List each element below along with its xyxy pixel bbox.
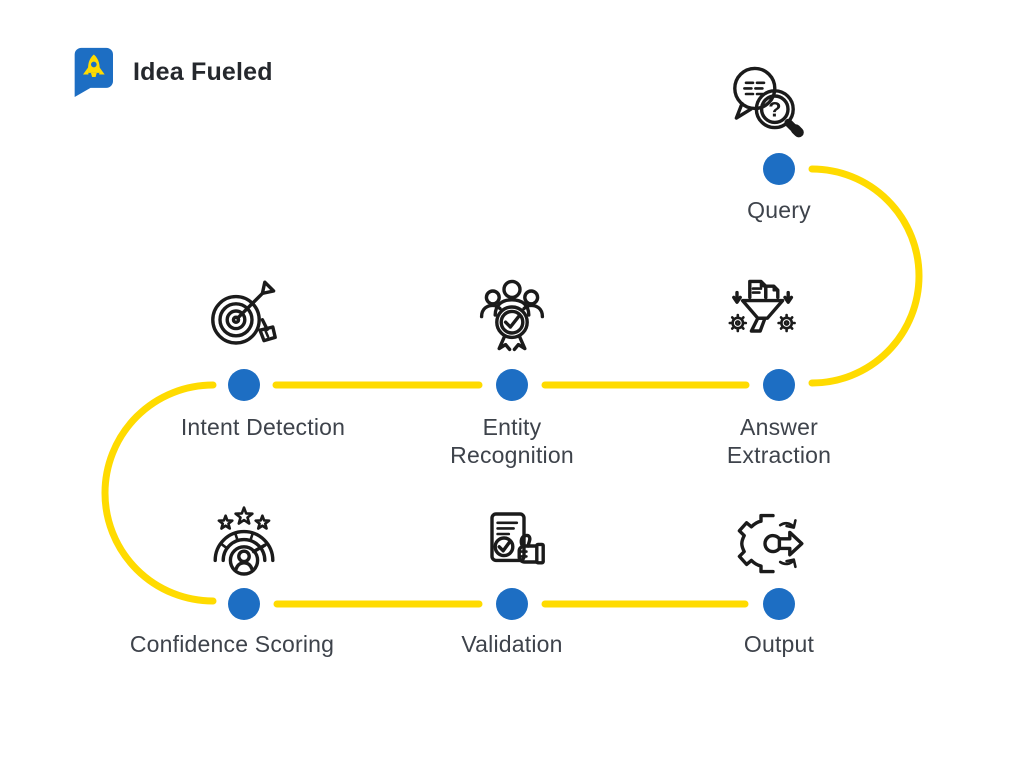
rocket-in-speech-bubble-icon: [74, 47, 113, 97]
speech-bubble-magnifier-question-icon: ?: [726, 62, 806, 142]
node-dot-query: [763, 153, 795, 185]
document-check-thumbs-up-icon: [472, 506, 552, 586]
node-label-intent-detection: Intent Detection: [180, 414, 346, 440]
step-query: ? Query: [649, 62, 909, 224]
gauge-person-stars-icon: [204, 506, 284, 586]
node-dot-output: [763, 588, 795, 620]
node-label-answer-extraction: Answer Extraction: [726, 414, 832, 468]
step-entity-recognition: Entity Recognition: [382, 275, 642, 469]
people-group-badge-check-icon: [472, 275, 552, 355]
node-dot-intent-detection: [228, 369, 260, 401]
node-label-validation: Validation: [461, 631, 563, 657]
step-confidence-scoring: Confidence Scoring: [114, 506, 374, 658]
step-intent-detection: Intent Detection: [114, 275, 374, 441]
gear-arrow-refresh-icon: [729, 506, 809, 586]
node-dot-validation: [496, 588, 528, 620]
step-validation: Validation: [382, 506, 642, 658]
node-label-query: Query: [747, 197, 811, 223]
brand-logo: Idea Fueled: [68, 44, 273, 100]
node-label-output: Output: [743, 631, 815, 657]
node-label-confidence-scoring: Confidence Scoring: [129, 631, 335, 657]
documents-funnel-gears-icon: [721, 275, 801, 355]
node-dot-confidence-scoring: [228, 588, 260, 620]
node-dot-answer-extraction: [763, 369, 795, 401]
step-answer-extraction: Answer Extraction: [649, 275, 909, 469]
node-dot-entity-recognition: [496, 369, 528, 401]
step-output: Output: [649, 506, 909, 658]
brand-name: Idea Fueled: [133, 57, 273, 86]
target-dart-broom-icon: [204, 275, 284, 355]
node-label-entity-recognition: Entity Recognition: [450, 414, 574, 468]
question-mark-glyph: ?: [768, 96, 781, 121]
